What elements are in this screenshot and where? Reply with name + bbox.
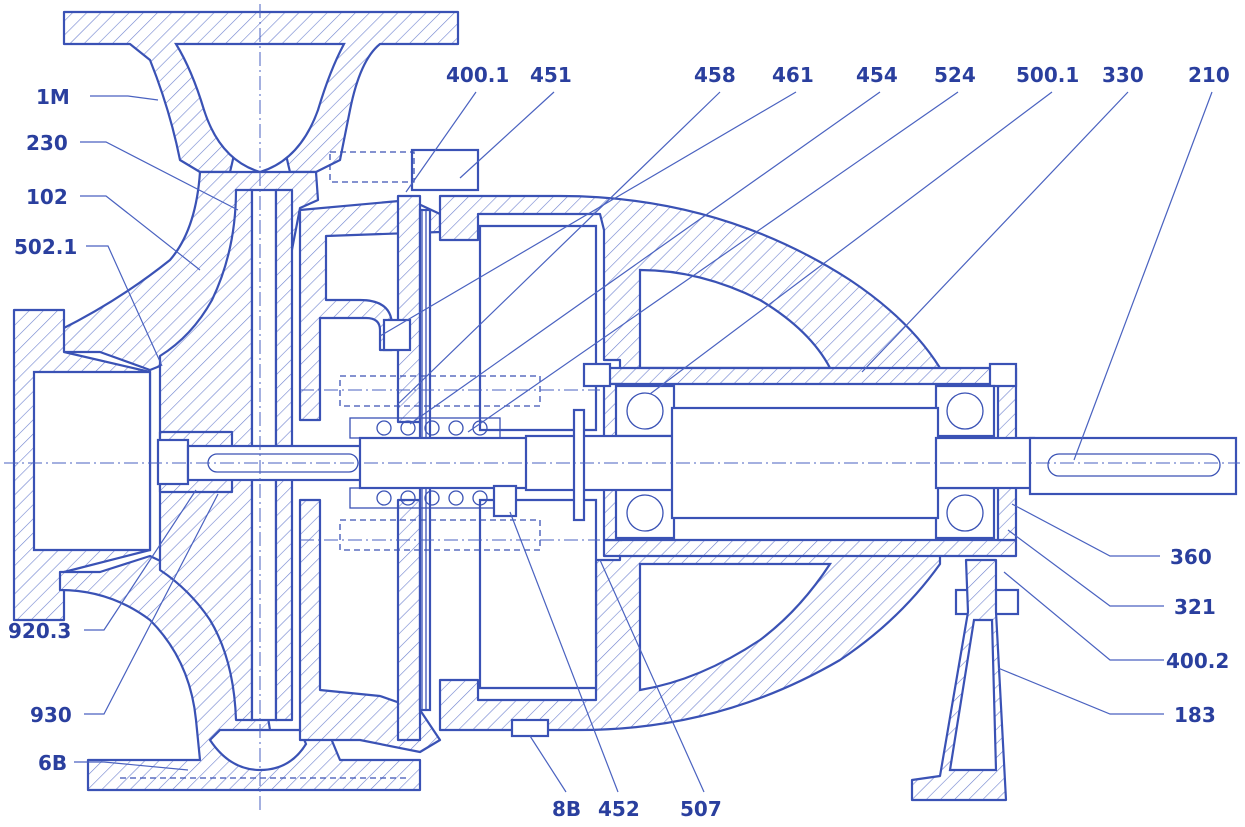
inboard-cover-bolt xyxy=(582,362,612,388)
volute-bottom-passage xyxy=(208,728,308,772)
inboard-bearing-top xyxy=(614,384,676,438)
suction-bore xyxy=(32,370,152,552)
seal-plate-lower xyxy=(396,498,422,742)
cover-lower xyxy=(298,498,442,754)
label-1m: 1M xyxy=(36,85,70,109)
label-524: 524 xyxy=(934,63,976,87)
label-461: 461 xyxy=(772,63,814,87)
shaft-drive-end xyxy=(1028,436,1238,496)
label-321: 321 xyxy=(1174,595,1216,619)
label-400-1: 400.1 xyxy=(446,63,509,87)
part-labels: 1M 230 102 502.1 920.3 930 6B 400.1 451 … xyxy=(8,63,1230,821)
cover-bolt-hidden xyxy=(329,151,415,183)
impeller-nut xyxy=(156,438,190,486)
label-502-1: 502.1 xyxy=(14,235,77,259)
bracket-front-void-lower xyxy=(478,498,598,690)
bracket-window-upper xyxy=(638,268,832,370)
deflector xyxy=(572,408,586,522)
label-507: 507 xyxy=(680,797,722,821)
keyway xyxy=(1047,453,1221,477)
gland-screw xyxy=(382,318,412,352)
bracket-window-lower xyxy=(638,562,833,692)
label-500-1: 500.1 xyxy=(1016,63,1079,87)
bearing-bracket xyxy=(438,194,1020,738)
label-451: 451 xyxy=(530,63,572,87)
foot-web xyxy=(948,618,998,772)
label-183: 183 xyxy=(1174,703,1216,727)
label-230: 230 xyxy=(26,131,68,155)
center-lines xyxy=(4,4,1240,812)
label-8b: 8B xyxy=(552,797,581,821)
leader-lines xyxy=(74,91,1213,793)
label-360: 360 xyxy=(1170,545,1212,569)
drain-plug xyxy=(510,718,550,738)
label-930: 930 xyxy=(30,703,72,727)
support-foot xyxy=(910,558,1008,802)
label-400-2: 400.2 xyxy=(1166,649,1229,673)
label-458: 458 xyxy=(694,63,736,87)
cover-bolt-head xyxy=(410,148,480,192)
label-330: 330 xyxy=(1102,63,1144,87)
housing-bottom-band xyxy=(602,538,1018,558)
label-6b: 6B xyxy=(38,751,67,775)
label-920-3: 920.3 xyxy=(8,619,71,643)
label-102: 102 xyxy=(26,185,68,209)
outboard-cover-bolt xyxy=(988,362,1018,388)
seal-gland-nut xyxy=(492,484,518,518)
label-452: 452 xyxy=(598,797,640,821)
label-454: 454 xyxy=(856,63,898,87)
bearings xyxy=(614,384,996,540)
bracket-front-void-upper xyxy=(478,224,598,432)
seal-plate-upper xyxy=(396,194,422,424)
label-210: 210 xyxy=(1188,63,1230,87)
